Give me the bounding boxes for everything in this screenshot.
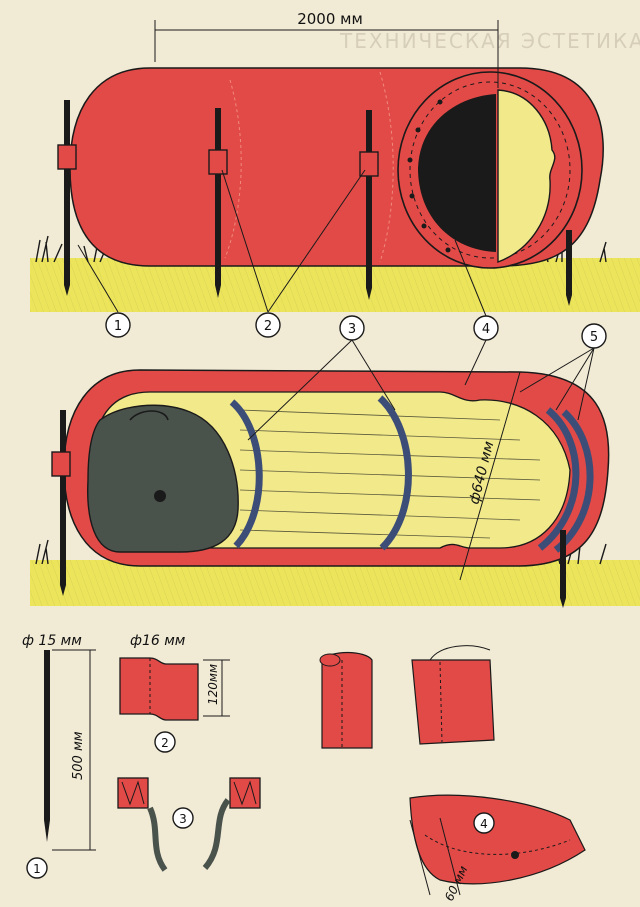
callout-1: 1 <box>105 312 131 338</box>
callout-3: 3 <box>339 315 365 341</box>
svg-text:4: 4 <box>482 322 490 337</box>
support-hoops <box>229 395 594 553</box>
tent-exterior-view: 2000 мм <box>30 10 640 312</box>
stake-length-label: 500 мм <box>71 731 86 780</box>
callout-5: 5 <box>581 323 607 349</box>
length-label: 2000 мм <box>297 10 363 28</box>
callout-2: 2 <box>255 312 281 338</box>
svg-text:5: 5 <box>590 330 598 345</box>
background-header-text: ТЕХНИЧЕСКАЯ ЭСТЕТИКА <box>339 29 640 53</box>
tent-entrance-opening <box>418 94 496 252</box>
svg-text:2: 2 <box>264 319 272 334</box>
backpack-icon <box>87 404 239 553</box>
fabric-roll-sketch <box>319 645 495 749</box>
stake-detail: ф 15 мм 500 мм 1 <box>22 633 96 879</box>
callout-4: 4 <box>473 315 499 341</box>
strap-diameter-label: ф16 мм <box>130 633 186 649</box>
tent-entrance-flap <box>497 89 556 264</box>
strap-detail: ф16 мм 120мм 2 <box>119 633 230 753</box>
svg-text:1: 1 <box>114 319 122 334</box>
stake-cutaway <box>51 410 566 608</box>
end-ring-detail: 60 мм 4 <box>409 794 586 903</box>
tie-detail: 3 <box>117 777 261 872</box>
svg-text:4: 4 <box>480 817 488 831</box>
svg-text:2: 2 <box>161 736 169 750</box>
lining-texture <box>239 409 541 539</box>
svg-text:3: 3 <box>179 812 187 826</box>
length-dimension <box>154 20 499 88</box>
svg-text:3: 3 <box>348 322 356 337</box>
svg-text:1: 1 <box>33 862 41 876</box>
strap-width-label: 120мм <box>206 664 220 705</box>
stake-diameter-label: ф 15 мм <box>22 633 82 649</box>
tent-stakes-top <box>57 100 572 306</box>
leader-lines-top <box>77 169 487 317</box>
eyelet-icons <box>407 99 451 253</box>
tent-cutaway-view: ф640 мм <box>30 339 640 608</box>
